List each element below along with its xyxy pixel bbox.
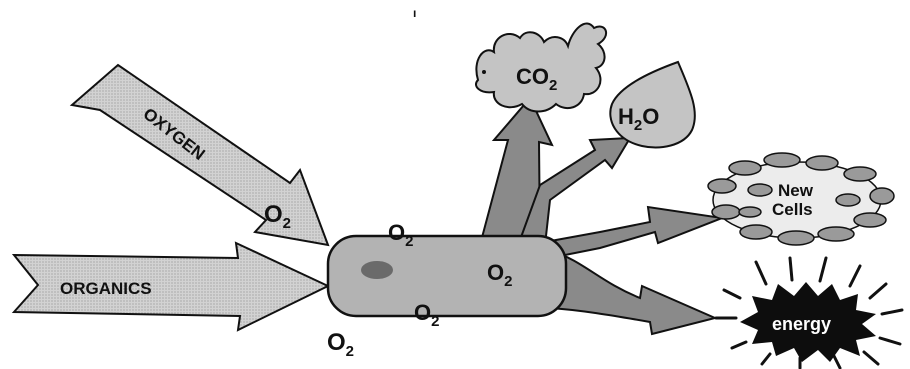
organics-label: ORGANICS: [60, 279, 152, 298]
o2-label-bottom-left: O2: [327, 329, 354, 360]
energy-label: energy: [772, 314, 831, 334]
top-tick-mark: ı: [413, 6, 416, 20]
arrow-to-energy: [550, 250, 715, 334]
cell-nucleus: [361, 261, 393, 279]
bacterial-cell: [328, 236, 566, 316]
new-cells-label-line1: New: [778, 181, 814, 200]
new-cells-label-line2: Cells: [772, 200, 813, 219]
arrow-to-new-cells: [545, 207, 722, 258]
